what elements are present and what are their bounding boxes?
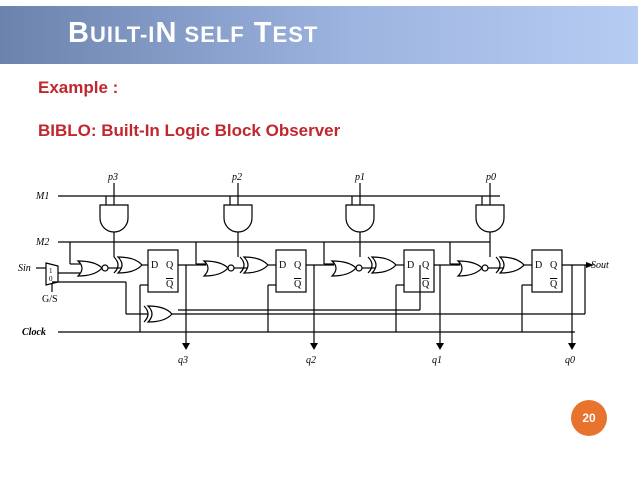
ff1-q: Q [166,260,174,271]
q3-label: q3 [178,355,188,366]
ff3-d: D [407,260,414,271]
m1-label: M1 [35,191,49,202]
sout-label: Sout [591,260,609,271]
biblo-circuit-diagram: p3 p2 p1 p0 M1 M2 Sin Sout 1 0 G/S Clock… [18,172,609,366]
q1-label: q1 [432,355,442,366]
m2-label: M2 [35,237,49,248]
clock-label: Clock [22,327,46,338]
q2-label: q2 [306,355,316,366]
page-number-badge: 20 [571,400,607,436]
ff4-d: D [535,260,542,271]
mux-label-0: 0 [49,275,53,283]
p3-label: p3 [107,172,118,183]
ff4-q: Q [550,260,558,271]
p2-label: p2 [231,172,242,183]
p0-label: p0 [485,172,496,183]
ff2-d: D [279,260,286,271]
p1-label: p1 [354,172,365,183]
ff4-qbar: Q [550,279,558,290]
gs-label: G/S [42,294,58,305]
ff3-qbar: Q [422,279,430,290]
title-bar [0,6,638,64]
sin-label: Sin [18,263,31,274]
mux-label-1: 1 [49,267,53,275]
ff1-qbar: Q [166,279,174,290]
ff2-q: Q [294,260,302,271]
biblo-label: BIBLO: Built-In Logic Block Observer [38,121,341,140]
q0-label: q0 [565,355,575,366]
ff1-d: D [151,260,158,271]
ff3-q: Q [422,260,430,271]
example-label: Example : [38,78,119,97]
slide-title: BUILT-IN SELF TEST [68,17,319,49]
ff2-qbar: Q [294,279,302,290]
